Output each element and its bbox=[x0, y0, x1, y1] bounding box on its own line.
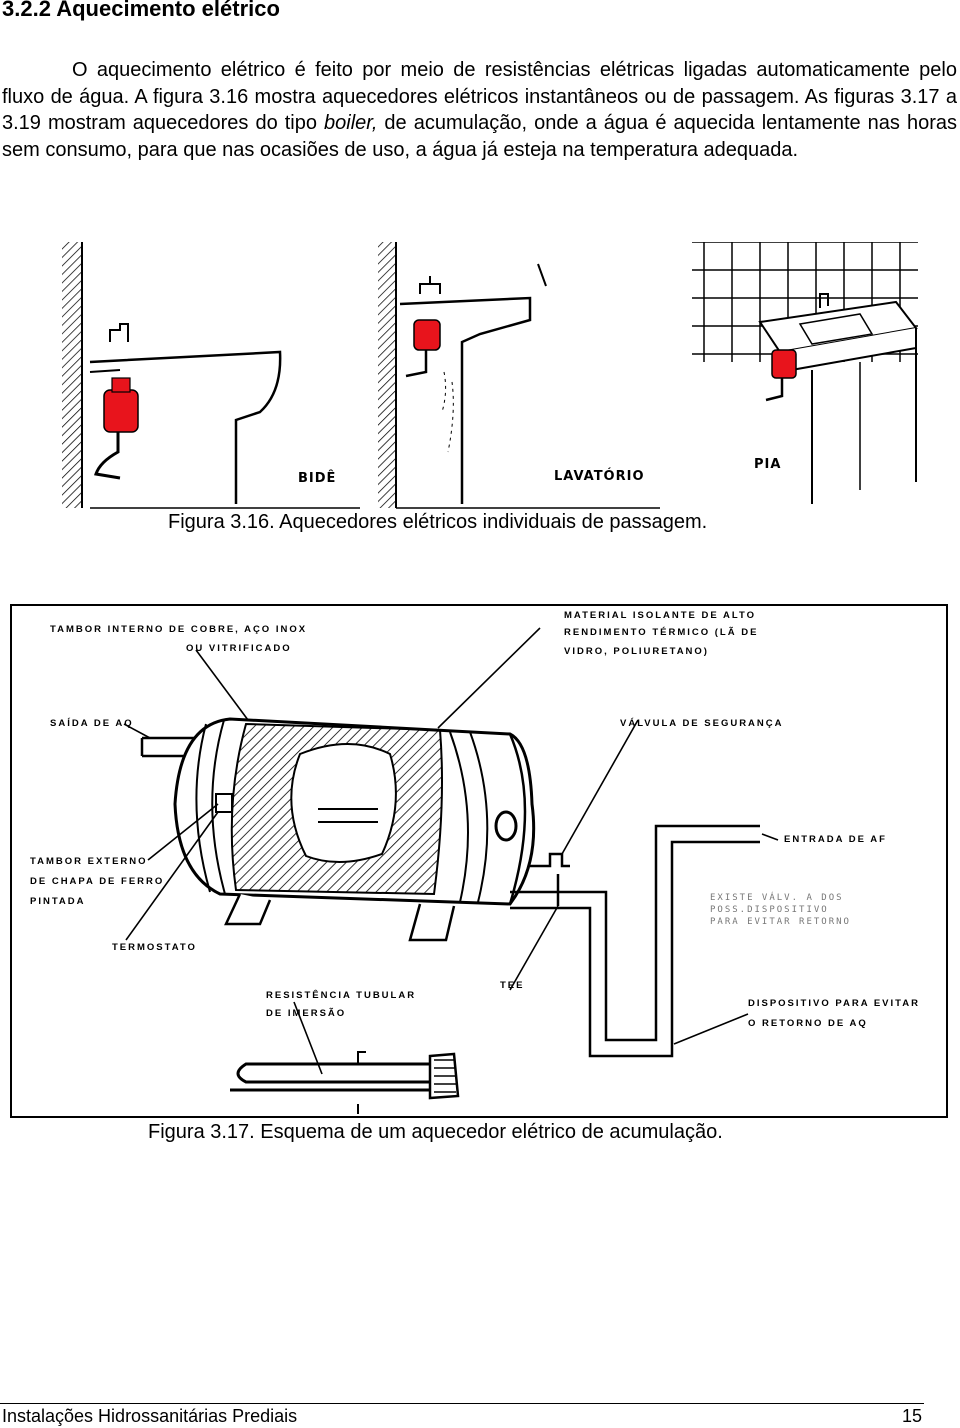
label-dispositivo-2: O RETORNO DE AQ bbox=[748, 1018, 868, 1029]
label-tambor-interno-1: TAMBOR INTERNO DE COBRE, AÇO INOX bbox=[50, 624, 307, 635]
label-dispositivo-1: DISPOSITIVO PARA EVITAR bbox=[748, 998, 920, 1009]
boiler-drawing: EXISTE VÁLV. A DOS POSS.DISPOSITIVO PARA… bbox=[140, 717, 851, 1114]
label-resistencia-2: DE IMERSÃO bbox=[266, 1008, 346, 1019]
pia-label: PIA bbox=[754, 457, 781, 472]
label-termostato: TERMOSTATO bbox=[112, 942, 197, 953]
bide-label: BIDÊ bbox=[298, 470, 336, 486]
figure-3-17-caption: Figura 3.17. Esquema de um aquecedor elé… bbox=[148, 1121, 723, 1143]
lavatorio-sketch: LAVATÓRIO bbox=[378, 242, 660, 509]
leader-lines bbox=[123, 627, 779, 1075]
bide-sketch: BIDÊ bbox=[62, 242, 360, 509]
label-tambor-externo-3: PINTADA bbox=[30, 896, 86, 907]
label-material-3: VIDRO, POLIURETANO) bbox=[564, 646, 709, 657]
label-material-1: MATERIAL ISOLANTE DE ALTO bbox=[564, 610, 756, 621]
body-paragraph: O aquecimento elétrico é feito por meio … bbox=[2, 57, 957, 163]
page-number: 15 bbox=[902, 1406, 923, 1426]
label-tambor-interno-2: OU VITRIFICADO bbox=[186, 643, 292, 654]
svg-text:POSS.DISPOSITIVO: POSS.DISPOSITIVO bbox=[710, 905, 829, 915]
label-saida: SAÍDA DE AQ bbox=[50, 718, 134, 729]
figure-3-16-illustration: BIDÊ LAVATÓRIO PIA bbox=[62, 242, 918, 509]
pia-sketch: PIA bbox=[692, 242, 918, 504]
section-heading: 3.2.2 Aquecimento elétrico bbox=[2, 0, 280, 21]
label-resistencia-1: RESISTÊNCIA TUBULAR bbox=[266, 989, 416, 1001]
label-material-2: RENDIMENTO TÉRMICO (LÃ DE bbox=[564, 627, 758, 638]
figure-3-16-caption: Figura 3.16. Aquecedores elétricos indiv… bbox=[168, 511, 708, 533]
paragraph-text-1: O aquecimento elétrico é feito por meio … bbox=[2, 59, 957, 134]
svg-text:EXISTE VÁLV. A DOS: EXISTE VÁLV. A DOS bbox=[710, 891, 844, 903]
figure-3-17-illustration: EXISTE VÁLV. A DOS POSS.DISPOSITIVO PARA… bbox=[10, 604, 948, 1118]
label-entrada: ENTRADA DE AF bbox=[784, 834, 887, 845]
footer-title: Instalações Hidrossanitárias Prediais bbox=[2, 1406, 298, 1426]
lavatorio-label: LAVATÓRIO bbox=[554, 468, 645, 484]
label-tambor-externo-2: DE CHAPA DE FERRO bbox=[30, 876, 164, 887]
paragraph-text-2: de acumulação, onde a água é aquecida le… bbox=[2, 112, 957, 161]
paragraph-italic: boiler, bbox=[324, 112, 378, 134]
label-tee: TEE bbox=[500, 980, 524, 991]
label-valvula: VÁLVULA DE SEGURANÇA bbox=[620, 718, 784, 729]
label-tambor-externo-1: TAMBOR EXTERNO bbox=[30, 856, 148, 867]
svg-text:PARA EVITAR RETORNO: PARA EVITAR RETORNO bbox=[710, 917, 851, 927]
footer-rule bbox=[0, 1403, 924, 1404]
